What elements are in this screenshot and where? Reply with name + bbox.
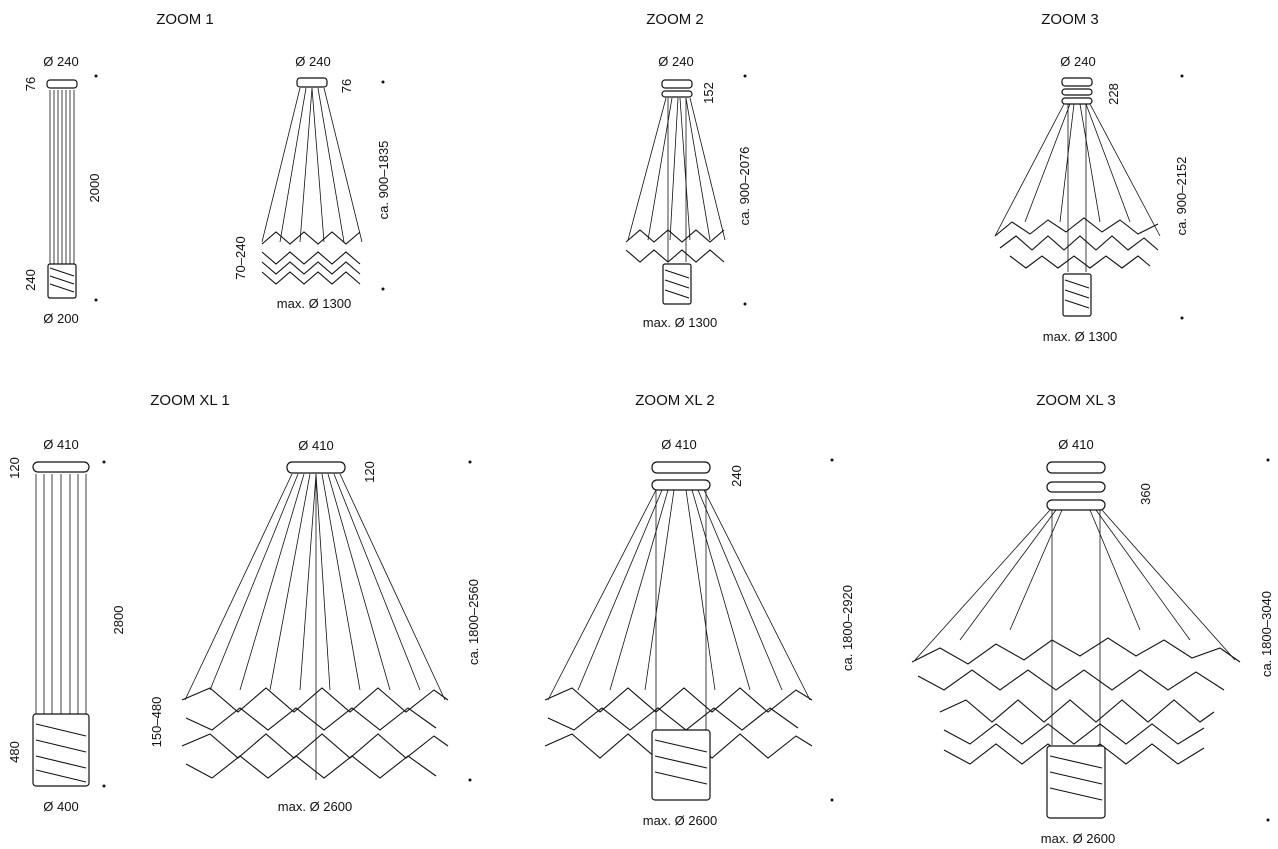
zoom2-diameter-top: Ø 240 xyxy=(658,54,693,69)
zoomxl1-closed-drawing xyxy=(32,460,106,788)
zoom1-open-max-diameter: max. Ø 1300 xyxy=(277,296,351,311)
zoomxl2-group: ZOOM XL 2 Ø 410 240 ca. 1800–2920 max. Ø… xyxy=(544,392,855,828)
zoom2-drawing xyxy=(625,74,747,306)
zoomxl3-total-height: ca. 1800–3040 xyxy=(1259,591,1274,677)
zoomxl1-title: ZOOM XL 1 xyxy=(150,392,229,409)
zoom1-open-drawing xyxy=(261,77,385,291)
zoomxl1-open-total-height: ca. 1800–2560 xyxy=(466,579,481,665)
zoomxl2-title: ZOOM XL 2 xyxy=(635,392,714,409)
zoomxl3-title: ZOOM XL 3 xyxy=(1036,392,1115,409)
zoom3-max-diameter: max. Ø 1300 xyxy=(1043,329,1117,344)
zoom1-closed-diameter-bottom: Ø 200 xyxy=(43,311,78,326)
zoom2-canopy-height: 152 xyxy=(701,82,716,104)
zoom2-max-diameter: max. Ø 1300 xyxy=(643,315,717,330)
zoom3-drawing xyxy=(994,74,1184,320)
zoomxl1-closed-diameter-bottom: Ø 400 xyxy=(43,799,78,814)
zoom1-group: ZOOM 1 Ø 240 76 2000 240 Ø 200 xyxy=(23,11,391,326)
zoom1-closed-cable-length: 2000 xyxy=(87,174,102,203)
zoom1-open-canopy-height: 76 xyxy=(339,79,354,93)
zoom1-closed-body-height: 240 xyxy=(23,269,38,291)
zoom3-group: ZOOM 3 Ø 240 228 ca. 900–2152 max. Ø 130… xyxy=(994,11,1189,344)
zoomxl2-total-height: ca. 1800–2920 xyxy=(840,585,855,671)
zoomxl3-canopy-height: 360 xyxy=(1138,483,1153,505)
zoomxl2-canopy-height: 240 xyxy=(729,465,744,487)
zoom2-title: ZOOM 2 xyxy=(646,11,704,28)
zoomxl1-open-canopy-height: 120 xyxy=(362,461,377,483)
zoomxl1-open-band-height: 150–480 xyxy=(149,697,164,748)
zoom1-closed-canopy-height: 76 xyxy=(23,77,38,91)
zoom1-title: ZOOM 1 xyxy=(156,11,214,28)
zoomxl3-drawing xyxy=(911,458,1270,822)
zoomxl1-closed-body-height: 480 xyxy=(7,741,22,763)
zoomxl1-closed-diameter-top: Ø 410 xyxy=(43,437,78,452)
zoomxl1-open-diameter-top: Ø 410 xyxy=(298,438,333,453)
zoomxl3-max-diameter: max. Ø 2600 xyxy=(1041,831,1115,846)
zoomxl3-diameter-top: Ø 410 xyxy=(1058,437,1093,452)
zoomxl1-closed-canopy-height: 120 xyxy=(7,457,22,479)
zoom3-title: ZOOM 3 xyxy=(1041,11,1099,28)
zoom1-open-band-height: 70–240 xyxy=(233,236,248,279)
zoom1-open-total-height: ca. 900–1835 xyxy=(376,141,391,220)
zoomxl1-group: ZOOM XL 1 Ø 410 120 2800 480 Ø 400 xyxy=(7,392,481,814)
zoomxl1-open-max-diameter: max. Ø 2600 xyxy=(278,799,352,814)
zoomxl2-drawing xyxy=(544,458,834,802)
zoomxl2-diameter-top: Ø 410 xyxy=(661,437,696,452)
zoom2-group: ZOOM 2 Ø 240 152 ca. 900–2076 max. Ø 130… xyxy=(625,11,752,330)
zoom1-open-diameter-top: Ø 240 xyxy=(295,54,330,69)
zoom3-total-height: ca. 900–2152 xyxy=(1174,157,1189,236)
zoomxl3-group: ZOOM XL 3 Ø 410 360 ca. 1800–3040 max. Ø… xyxy=(911,392,1274,846)
zoom1-closed-drawing xyxy=(46,74,98,302)
zoomxl1-closed-cable-length: 2800 xyxy=(111,606,126,635)
zoomxl1-open-drawing xyxy=(181,460,472,782)
zoom1-closed-diameter-top: Ø 240 xyxy=(43,54,78,69)
zoom2-total-height: ca. 900–2076 xyxy=(737,147,752,226)
zoomxl2-max-diameter: max. Ø 2600 xyxy=(643,813,717,828)
zoom3-canopy-height: 228 xyxy=(1106,83,1121,105)
zoom3-diameter-top: Ø 240 xyxy=(1060,54,1095,69)
